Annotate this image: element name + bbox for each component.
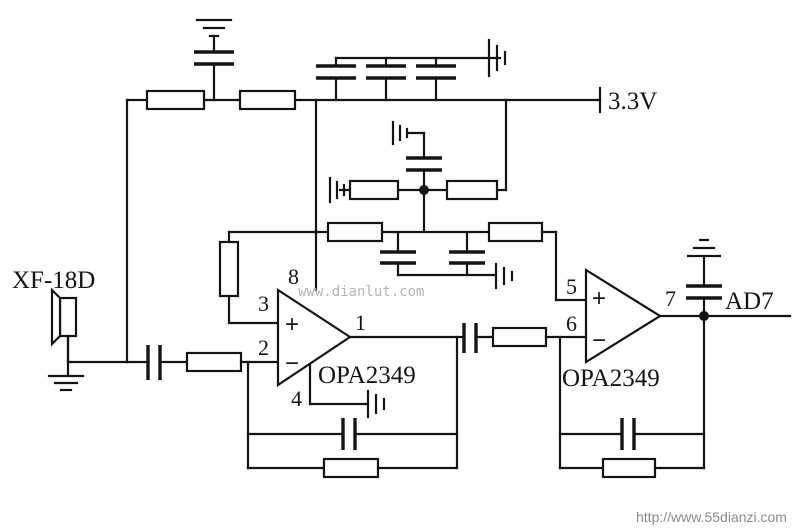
- resistor-r5: [326, 221, 384, 243]
- bias-divider: [125, 89, 602, 364]
- u1-part-label: OPA2349: [318, 362, 416, 389]
- resistor-r1: [145, 89, 206, 111]
- output-label: AD7: [725, 288, 774, 315]
- resistor-r6: [487, 221, 544, 243]
- u2-minus-sign: −: [592, 327, 606, 354]
- u2-pin6: 6: [566, 311, 577, 336]
- u2-pin7: 7: [665, 286, 676, 311]
- opamp-u2: + − 5 6 7 OPA2349: [562, 268, 676, 392]
- microphone-xf18d: XF-18D: [12, 267, 150, 392]
- u1-pin3: 3: [258, 291, 269, 316]
- resistor-r8: [491, 326, 548, 348]
- resistor-r3: [348, 179, 400, 201]
- resistor-rin: [185, 351, 243, 373]
- u1-pin2: 2: [258, 335, 269, 360]
- watermark-text: www.dianlut.com: [298, 284, 424, 300]
- u2-pin5: 5: [566, 274, 577, 299]
- u1-minus-sign: −: [285, 350, 299, 377]
- resistor-r4: [445, 179, 499, 201]
- top-bias-ground: [195, 18, 233, 52]
- interstage-coupling: [455, 323, 588, 470]
- resistor-rf1: [322, 457, 380, 479]
- resistor-r2: [238, 89, 297, 111]
- footer-url: http://www.55dianzi.com: [636, 509, 787, 525]
- resistor-r7: [218, 240, 240, 298]
- decoupling-caps: [316, 38, 507, 102]
- supply-terminal: 3.3V: [598, 86, 657, 115]
- u1-pin1: 1: [355, 310, 366, 335]
- bias-capacitor: [194, 50, 234, 102]
- resistor-rf2: [601, 457, 657, 479]
- output-section: AD7: [658, 238, 792, 470]
- microphone-label: XF-18D: [12, 267, 95, 294]
- u1-plus-sign: +: [285, 311, 299, 338]
- u2-part-label: OPA2349: [562, 365, 660, 392]
- input-coupling: [146, 345, 280, 470]
- supply-label: 3.3V: [608, 88, 657, 115]
- opamp-u1: + − 8 3 2 1 4 OPA2349: [258, 264, 416, 419]
- vref-network: [328, 98, 508, 234]
- stage1-feedback: [246, 335, 459, 479]
- u1-pin4: 4: [291, 386, 302, 411]
- u2-plus-sign: +: [592, 285, 606, 312]
- stage2-feedback: [558, 418, 706, 479]
- midrail-network: [218, 221, 588, 325]
- u1-pin8: 8: [288, 264, 299, 289]
